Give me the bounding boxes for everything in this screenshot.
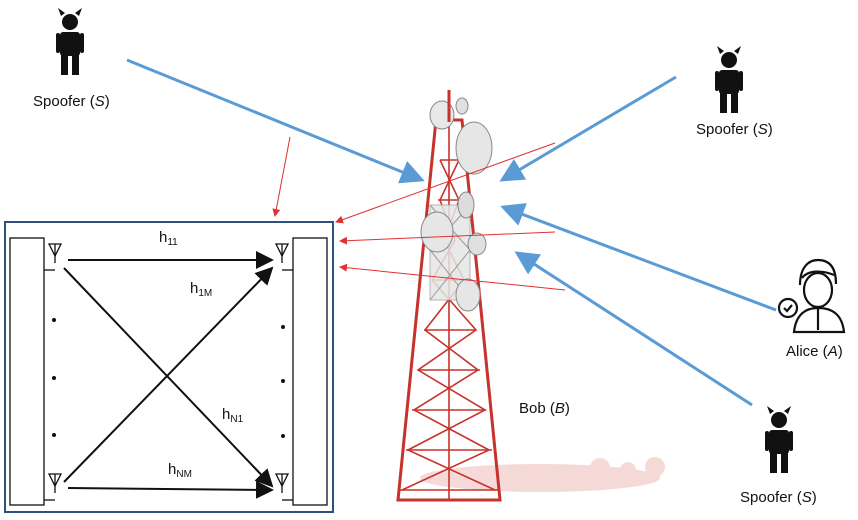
mimo-channel-box xyxy=(4,221,334,513)
channel-label-h1m: h1M xyxy=(190,280,213,299)
channel-label-hnm: hNM xyxy=(168,461,192,480)
channel-arrows xyxy=(63,251,274,499)
left-antenna-array xyxy=(9,237,45,506)
antenna-icon xyxy=(48,243,62,264)
antenna-icon xyxy=(275,473,289,494)
right-antenna-array xyxy=(292,237,328,506)
channel-label-hn1: hN1 xyxy=(222,406,244,425)
bob-label: Bob (B) xyxy=(519,400,570,417)
channel-label-h11: h11 xyxy=(159,229,178,248)
spoofer-label: Spoofer (S) xyxy=(33,93,110,110)
spoofer-label: Spoofer (S) xyxy=(740,489,817,506)
spoofer-label: Spoofer (S) xyxy=(696,121,773,138)
antenna-icon xyxy=(48,473,62,494)
spoofer-icon xyxy=(715,46,743,113)
leakage-arrows xyxy=(272,136,566,291)
alice-label: Alice (A) xyxy=(786,343,843,360)
attack-arrows xyxy=(126,58,777,407)
spoofer-icon xyxy=(765,406,793,473)
cell-tower xyxy=(396,90,502,502)
alice-icon xyxy=(777,258,846,334)
ellipsis-dots xyxy=(52,318,285,438)
tower-reflection xyxy=(420,457,665,492)
antenna-icon xyxy=(275,243,289,264)
spoofer-icon xyxy=(56,8,84,75)
